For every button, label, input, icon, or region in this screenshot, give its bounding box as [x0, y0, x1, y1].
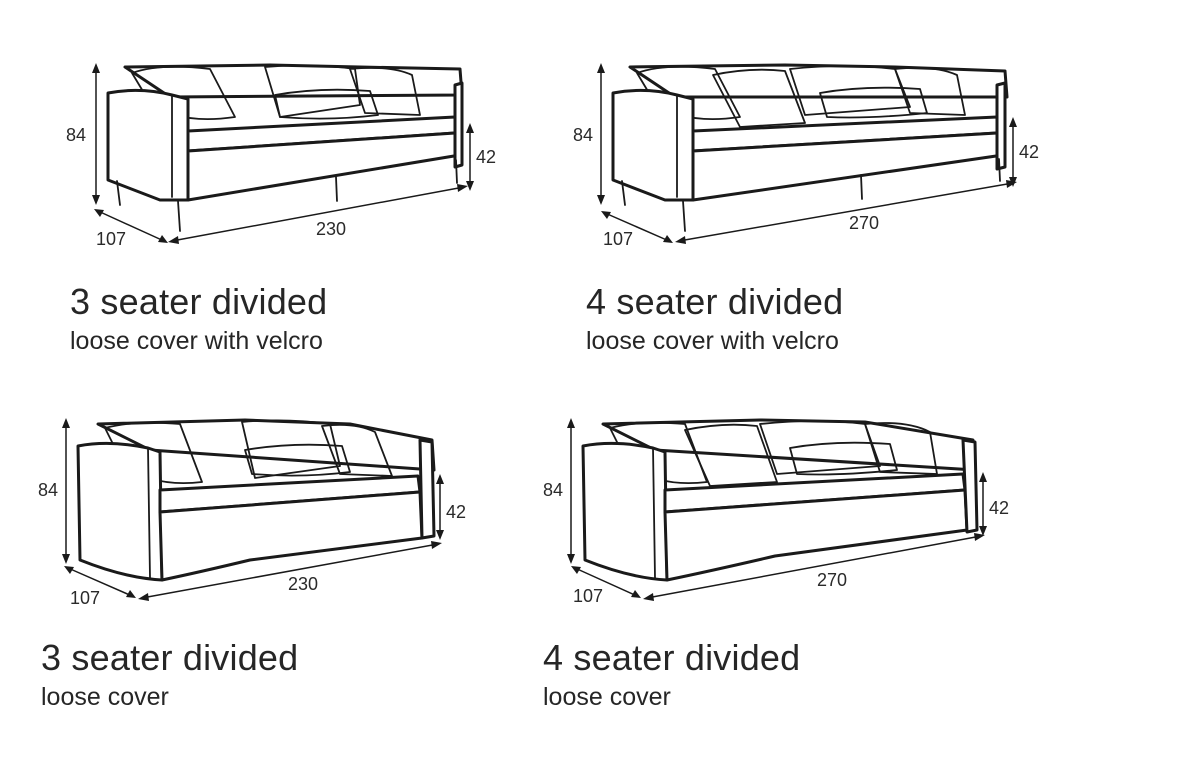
width-dimension-line — [678, 182, 1014, 242]
lumbar-pillow — [274, 88, 379, 120]
width-label: 230 — [316, 219, 346, 239]
product-subtitle: loose cover — [543, 683, 671, 711]
lumbar-pillow — [244, 443, 351, 477]
seat-height-label: 42 — [989, 498, 1009, 518]
sofa-leg — [682, 200, 686, 232]
product-subtitle: loose cover with velcro — [70, 327, 323, 355]
product-title: 4 seater divided — [543, 637, 801, 678]
product-caption: 4 seater divided loose cover with velcro — [586, 282, 843, 356]
height-label: 84 — [38, 480, 58, 500]
back-cushion — [894, 66, 966, 116]
sofa-diagram-3-seater-velcro: 84 42 107 230 — [66, 63, 496, 249]
sofa-diagram-4-seater-loose: 84 42 107 270 — [543, 418, 1009, 606]
sofa-leg — [116, 180, 121, 206]
sofa-right-arm — [453, 81, 464, 169]
width-dimension-line — [141, 543, 439, 599]
back-cushion — [264, 64, 361, 118]
width-label: 270 — [849, 213, 879, 233]
seat-height-label: 42 — [476, 147, 496, 167]
product-title: 4 seater divided — [586, 281, 844, 322]
sofa-skirt — [663, 488, 969, 582]
depth-dimension-line — [97, 210, 165, 242]
seat-height-label: 42 — [446, 502, 466, 522]
lumbar-pillow — [789, 441, 898, 476]
sofa-right-arm — [961, 438, 979, 534]
product-caption: 3 seater divided loose cover — [41, 638, 298, 712]
back-cushion — [684, 423, 778, 487]
sofa-leg — [455, 159, 458, 184]
sofa-right-arm — [995, 81, 1007, 171]
width-dimension-line — [171, 186, 465, 242]
sofa-leg — [998, 158, 1001, 182]
sofa-leg — [177, 200, 181, 232]
width-label: 270 — [817, 570, 847, 590]
back-cushion — [321, 423, 393, 477]
product-caption: 4 seater divided loose cover — [543, 638, 800, 712]
depth-dimension-line — [574, 567, 638, 597]
depth-dimension-line — [67, 567, 133, 597]
sofa-leg — [621, 180, 626, 206]
height-label: 84 — [543, 480, 563, 500]
back-cushion — [349, 66, 421, 116]
seat-height-label: 42 — [1019, 142, 1039, 162]
height-label: 84 — [573, 125, 593, 145]
depth-label: 107 — [573, 586, 603, 606]
depth-label: 107 — [70, 588, 100, 608]
product-caption: 3 seater divided loose cover with velcro — [70, 282, 327, 356]
product-subtitle: loose cover — [41, 683, 169, 711]
depth-dimension-line — [604, 212, 670, 242]
height-label: 84 — [66, 125, 86, 145]
sofa-skirt — [158, 490, 424, 582]
sofa-leg — [860, 174, 863, 200]
width-dimension-line — [646, 535, 982, 599]
product-subtitle: loose cover with velcro — [586, 327, 839, 355]
lumbar-pillow — [819, 86, 928, 119]
product-title: 3 seater divided — [70, 281, 328, 322]
sofa-leg — [335, 176, 338, 202]
sofa-diagram-4-seater-velcro: 84 42 107 270 — [573, 63, 1039, 249]
sofa-left-arm — [106, 88, 190, 202]
product-title: 3 seater divided — [41, 637, 299, 678]
sofa-left-arm — [611, 88, 695, 202]
sofa-back — [628, 63, 1009, 99]
back-cushion — [864, 422, 938, 475]
width-label: 230 — [288, 574, 318, 594]
sofa-diagram-3-seater-loose: 84 42 107 230 — [38, 418, 466, 608]
back-cushion — [712, 68, 806, 128]
depth-label: 107 — [603, 229, 633, 249]
sofa-right-arm — [418, 438, 436, 540]
depth-label: 107 — [96, 229, 126, 249]
